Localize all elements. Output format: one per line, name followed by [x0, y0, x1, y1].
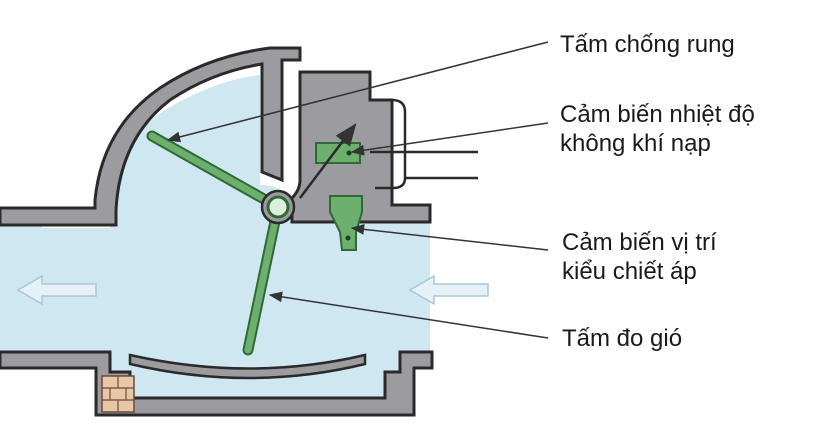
label-damper: Tấm chống rung: [560, 30, 735, 59]
label-temp-sensor: Cảm biến nhiệt độ không khí nạp: [560, 100, 755, 158]
leader-temp-sensor: [350, 122, 549, 156]
potentiometer-sensor: [329, 195, 363, 251]
leader-measuring-plate: [268, 291, 549, 339]
label-temp-sensor-line1: Cảm biến nhiệt độ: [560, 101, 755, 128]
airflow-out-arrow: [16, 274, 97, 306]
airflow-in-arrow: [408, 274, 489, 306]
label-measuring-plate-text: Tấm đo gió: [562, 325, 683, 352]
bypass-screw: [101, 375, 135, 413]
deflector-plate: [128, 353, 367, 380]
housing-arrow: [299, 123, 357, 199]
label-damper-text: Tấm chống rung: [560, 31, 735, 58]
label-measuring-plate: Tấm đo gió: [562, 324, 682, 353]
leader-pot-sensor: [350, 223, 549, 251]
label-pot-sensor-line1: Cảm biến vị trí: [562, 229, 717, 256]
sensor-cover: [370, 98, 407, 190]
label-pot-sensor: Cảm biến vị trí kiểu chiết áp: [562, 228, 717, 286]
label-temp-sensor-line2: không khí nạp: [560, 130, 711, 157]
label-pot-sensor-line2: kiểu chiết áp: [562, 258, 697, 285]
upper-housing-wall: [0, 46, 302, 227]
air-channel: [0, 75, 430, 358]
leader-damper: [166, 41, 549, 143]
